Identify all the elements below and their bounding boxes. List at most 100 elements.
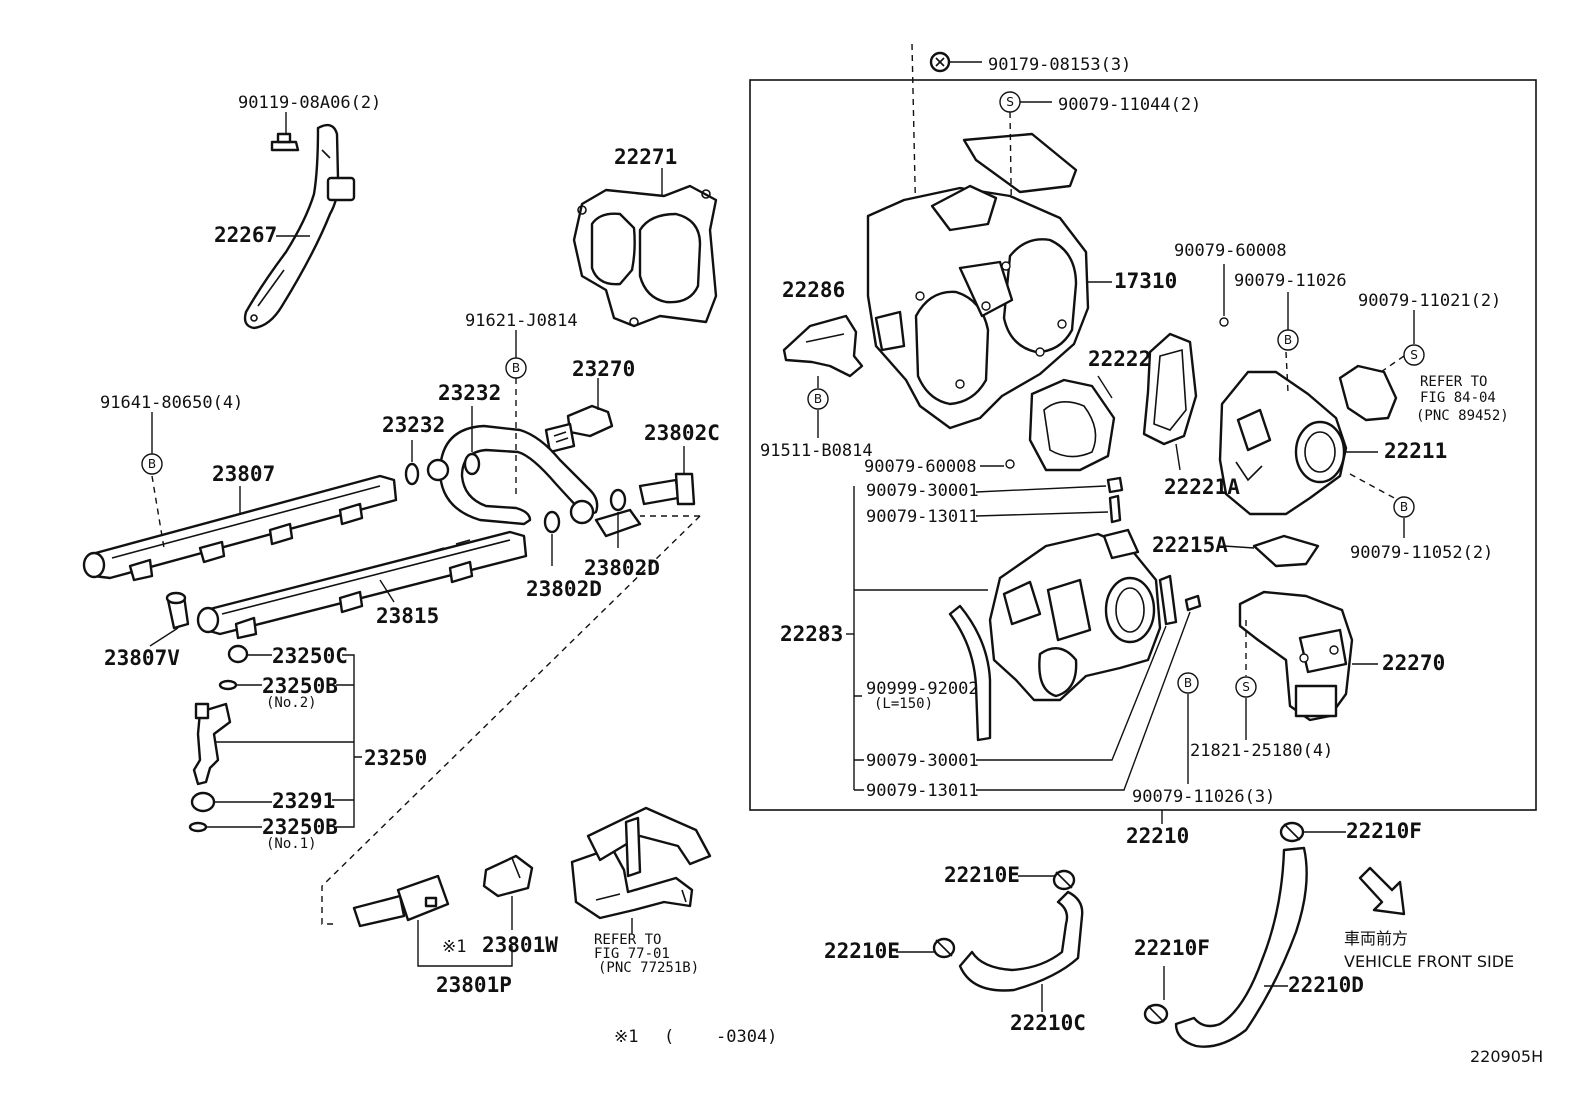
gasket-23232b bbox=[463, 452, 481, 476]
gasket-23232a bbox=[404, 462, 420, 486]
marker-b-11052: B bbox=[1393, 496, 1415, 518]
label-90079-30001a: 90079-30001 bbox=[866, 481, 979, 501]
label-21821: 21821-25180(4) bbox=[1190, 741, 1333, 761]
label-23270: 23270 bbox=[572, 357, 635, 381]
refer-8404-line3: (PNC 89452) bbox=[1416, 408, 1509, 424]
label-23801p: 23801P bbox=[436, 973, 512, 997]
label-22271: 22271 bbox=[614, 145, 677, 169]
sensor-23270 bbox=[544, 404, 614, 454]
label-22283: 22283 bbox=[780, 622, 843, 646]
label-22210f1: 22210F bbox=[1346, 819, 1422, 843]
marker-b-11026b: B bbox=[1177, 672, 1199, 694]
assembly-box bbox=[749, 79, 1537, 811]
gasket-23802d1 bbox=[543, 510, 561, 534]
throttle-body-22283 bbox=[988, 528, 1162, 702]
label-23802d2: 23802D bbox=[584, 556, 660, 580]
label-22210: 22210 bbox=[1126, 824, 1189, 848]
marker-s-21821: S bbox=[1235, 676, 1257, 698]
refer-7701-line1: REFER TO bbox=[594, 932, 661, 948]
label-23815: 23815 bbox=[376, 604, 439, 628]
label-90999-sub: (L=150) bbox=[874, 696, 933, 712]
label-90079-11052: 90079-11052(2) bbox=[1350, 543, 1493, 563]
svg-text:B: B bbox=[1284, 333, 1292, 347]
gasket-top bbox=[962, 132, 1078, 194]
svg-text:B: B bbox=[814, 392, 822, 406]
label-22211: 22211 bbox=[1384, 439, 1447, 463]
fuel-rail-23807 bbox=[82, 474, 398, 582]
footnote-paren: ( bbox=[664, 1027, 674, 1047]
damper-23807v bbox=[165, 591, 190, 630]
label-23250b2: 23250B bbox=[262, 674, 338, 698]
refer-8404-line1: REFER TO bbox=[1420, 374, 1487, 390]
refer-8404-line2: FIG 84-04 bbox=[1420, 390, 1496, 406]
clamp-22210e2 bbox=[932, 937, 956, 959]
bracket-22286 bbox=[782, 314, 864, 378]
hose-22210c bbox=[958, 890, 1084, 992]
marker-b-22286: B bbox=[807, 388, 829, 410]
refer-7701-line2: FIG 77-01 bbox=[594, 946, 670, 962]
label-90079-11044: 90079-11044(2) bbox=[1058, 95, 1201, 115]
label-23807: 23807 bbox=[212, 462, 275, 486]
clamp-22210e1 bbox=[1052, 869, 1076, 891]
clamp-22210f1 bbox=[1279, 821, 1305, 843]
label-23250b1-sub: (No.1) bbox=[266, 836, 317, 852]
label-23250: 23250 bbox=[364, 746, 427, 770]
marker-b-11026: B bbox=[1277, 329, 1299, 351]
svg-text:S: S bbox=[1006, 95, 1014, 109]
label-91511: 91511-B0814 bbox=[760, 441, 873, 461]
label-90079-30001b: 90079-30001 bbox=[866, 751, 979, 771]
label-23801w: 23801W bbox=[482, 933, 558, 957]
label-90079-13011a: 90079-13011 bbox=[866, 507, 979, 527]
footnote-mark: ※1 bbox=[614, 1027, 638, 1047]
svg-text:B: B bbox=[1400, 500, 1408, 514]
front-label-jp: 車両前方 bbox=[1344, 929, 1408, 948]
label-90119: 90119-08A06(2) bbox=[238, 93, 381, 113]
label-22267: 22267 bbox=[214, 223, 277, 247]
label-23807v: 23807V bbox=[104, 646, 180, 670]
label-90999: 90999-92002 bbox=[866, 679, 979, 699]
washer-60008a bbox=[1219, 317, 1229, 327]
clamp-22210f2 bbox=[1143, 1003, 1169, 1025]
bolt-90119 bbox=[270, 132, 300, 152]
label-22210f2: 22210F bbox=[1134, 936, 1210, 960]
screw-13011a bbox=[1108, 494, 1122, 524]
label-90079-11021: 90079-11021(2) bbox=[1358, 291, 1501, 311]
svg-text:B: B bbox=[1184, 676, 1192, 690]
svg-text:B: B bbox=[512, 361, 520, 375]
fuel-pipe bbox=[426, 424, 642, 538]
valve-22270 bbox=[1238, 590, 1354, 722]
front-arrow-icon bbox=[1358, 866, 1406, 916]
label-23802c: 23802C bbox=[644, 421, 720, 445]
label-90079-60008b: 90079-60008 bbox=[864, 457, 977, 477]
throttle-body-22211 bbox=[1218, 370, 1348, 516]
gasket-22221a bbox=[1142, 332, 1198, 446]
injector-23250 bbox=[188, 644, 249, 833]
label-22222: 22222 bbox=[1088, 347, 1151, 371]
label-23802d1: 23802D bbox=[526, 577, 602, 601]
label-91641: 91641-80650(4) bbox=[100, 393, 243, 413]
hose-22210d bbox=[1174, 846, 1308, 1048]
gasket-23802d2 bbox=[609, 488, 627, 512]
label-23232a: 23232 bbox=[382, 413, 445, 437]
label-22221a: 22221A bbox=[1164, 475, 1240, 499]
label-22286: 22286 bbox=[782, 278, 845, 302]
fuel-rail-23815 bbox=[196, 530, 528, 640]
diagram-id: 220905H bbox=[1470, 1047, 1543, 1066]
marker-b-pipe: B bbox=[505, 357, 527, 379]
label-17310: 17310 bbox=[1114, 269, 1177, 293]
label-23291: 23291 bbox=[272, 789, 335, 813]
label-22270: 22270 bbox=[1382, 651, 1445, 675]
label-22210c: 22210C bbox=[1010, 1011, 1086, 1035]
clip-23801w bbox=[482, 854, 534, 898]
hose-90999 bbox=[948, 604, 992, 742]
svg-text:B: B bbox=[148, 457, 156, 471]
label-22210e2: 22210E bbox=[824, 939, 900, 963]
screw-30001a bbox=[1106, 476, 1124, 494]
marker-s-top: S bbox=[999, 91, 1021, 113]
gasket-22271 bbox=[572, 184, 718, 328]
nut-90179 bbox=[929, 51, 951, 73]
label-23250c: 23250C bbox=[272, 644, 348, 668]
label-90179: 90179-08153(3) bbox=[988, 55, 1131, 75]
